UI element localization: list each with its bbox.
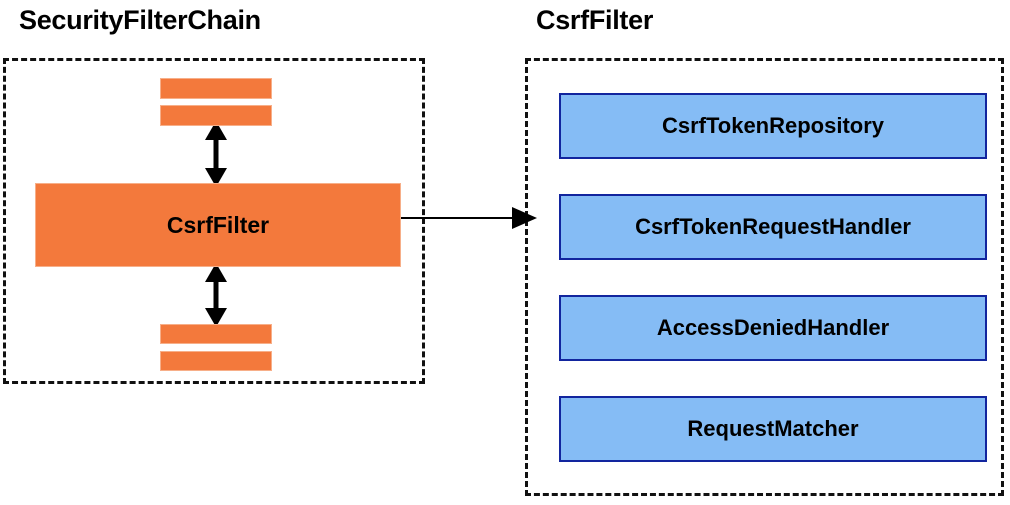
node-face: RequestMatcher <box>559 396 987 462</box>
node-face: AccessDeniedHandler <box>559 295 987 361</box>
node-label-csrf-token-request-handler: CsrfTokenRequestHandler <box>635 214 911 239</box>
node-face <box>160 351 272 371</box>
node-access-denied-handler[interactable]: AccessDeniedHandler <box>539 295 987 381</box>
filter-placeholder-bar-top-2[interactable] <box>160 105 272 126</box>
node-face <box>160 105 272 126</box>
node-label-access-denied-handler: AccessDeniedHandler <box>656 315 890 340</box>
node-face: CsrfTokenRequestHandler <box>559 194 987 260</box>
node-face <box>160 324 272 344</box>
group-box-csrf-filter <box>525 58 1004 496</box>
node-csrf-token-repository[interactable]: CsrfTokenRepository <box>539 93 987 179</box>
node-request-matcher[interactable]: RequestMatcher <box>539 396 987 482</box>
node-csrf-token-request-handler[interactable]: CsrfTokenRequestHandler <box>539 194 987 280</box>
panel-title-csrf-filter: CsrfFilter <box>536 5 654 35</box>
node-label-request-matcher: RequestMatcher <box>687 416 859 441</box>
node-face: CsrfTokenRepository <box>559 93 987 159</box>
node-face <box>160 78 272 99</box>
filter-placeholder-bar-bottom-2[interactable] <box>160 351 272 371</box>
panel-title-security-filter-chain: SecurityFilterChain <box>19 5 261 35</box>
filter-placeholder-bar-bottom-1[interactable] <box>160 324 272 344</box>
node-face: CsrfFilter <box>35 183 401 267</box>
filter-placeholder-bar-top-1[interactable] <box>160 78 272 99</box>
group-box-security-filter-chain <box>3 58 425 384</box>
node-csrf-filter[interactable]: CsrfFilter <box>15 183 401 287</box>
node-label-csrf-token-repository: CsrfTokenRepository <box>661 113 885 138</box>
node-label-csrf-filter: CsrfFilter <box>166 211 270 238</box>
